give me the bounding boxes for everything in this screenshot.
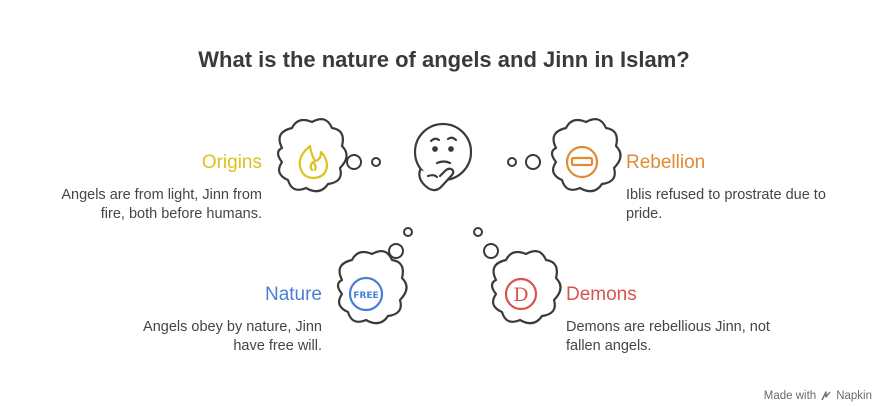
demons-text: Demons are rebellious Jinn, not fallen a… — [566, 319, 770, 354]
origins-text: Angels are from light, Jinn from fire, b… — [61, 187, 262, 222]
nature-text: Angels obey by nature, Jinn have free wi… — [143, 319, 322, 354]
napkin-logo-icon — [821, 391, 831, 401]
svg-text:FREE: FREE — [353, 291, 378, 301]
rebellion-text: Iblis refused to prostrate due to pride. — [626, 187, 826, 222]
flame-icon — [298, 144, 329, 180]
minus-circle-icon — [565, 145, 599, 179]
napkin-brand: Napkin — [836, 390, 872, 402]
made-with-label: Made with — [763, 390, 817, 402]
demons-cloud — [490, 249, 562, 325]
thinking-face-icon — [413, 122, 473, 192]
free-badge-icon: FREE — [348, 276, 384, 312]
napkin-credit[interactable]: Made with Napkin — [764, 390, 872, 402]
nature-heading: Nature — [264, 284, 322, 305]
rebellion-heading: Rebellion — [626, 152, 706, 173]
page-title: What is the nature of angels and Jinn in… — [198, 47, 690, 72]
svg-text:D: D — [513, 284, 528, 306]
rebellion-cloud — [550, 117, 622, 193]
demons-heading: Demons — [566, 284, 637, 305]
nature-cloud — [336, 249, 408, 325]
origins-heading: Origins — [201, 152, 262, 173]
d-circle-icon: D — [504, 277, 538, 311]
